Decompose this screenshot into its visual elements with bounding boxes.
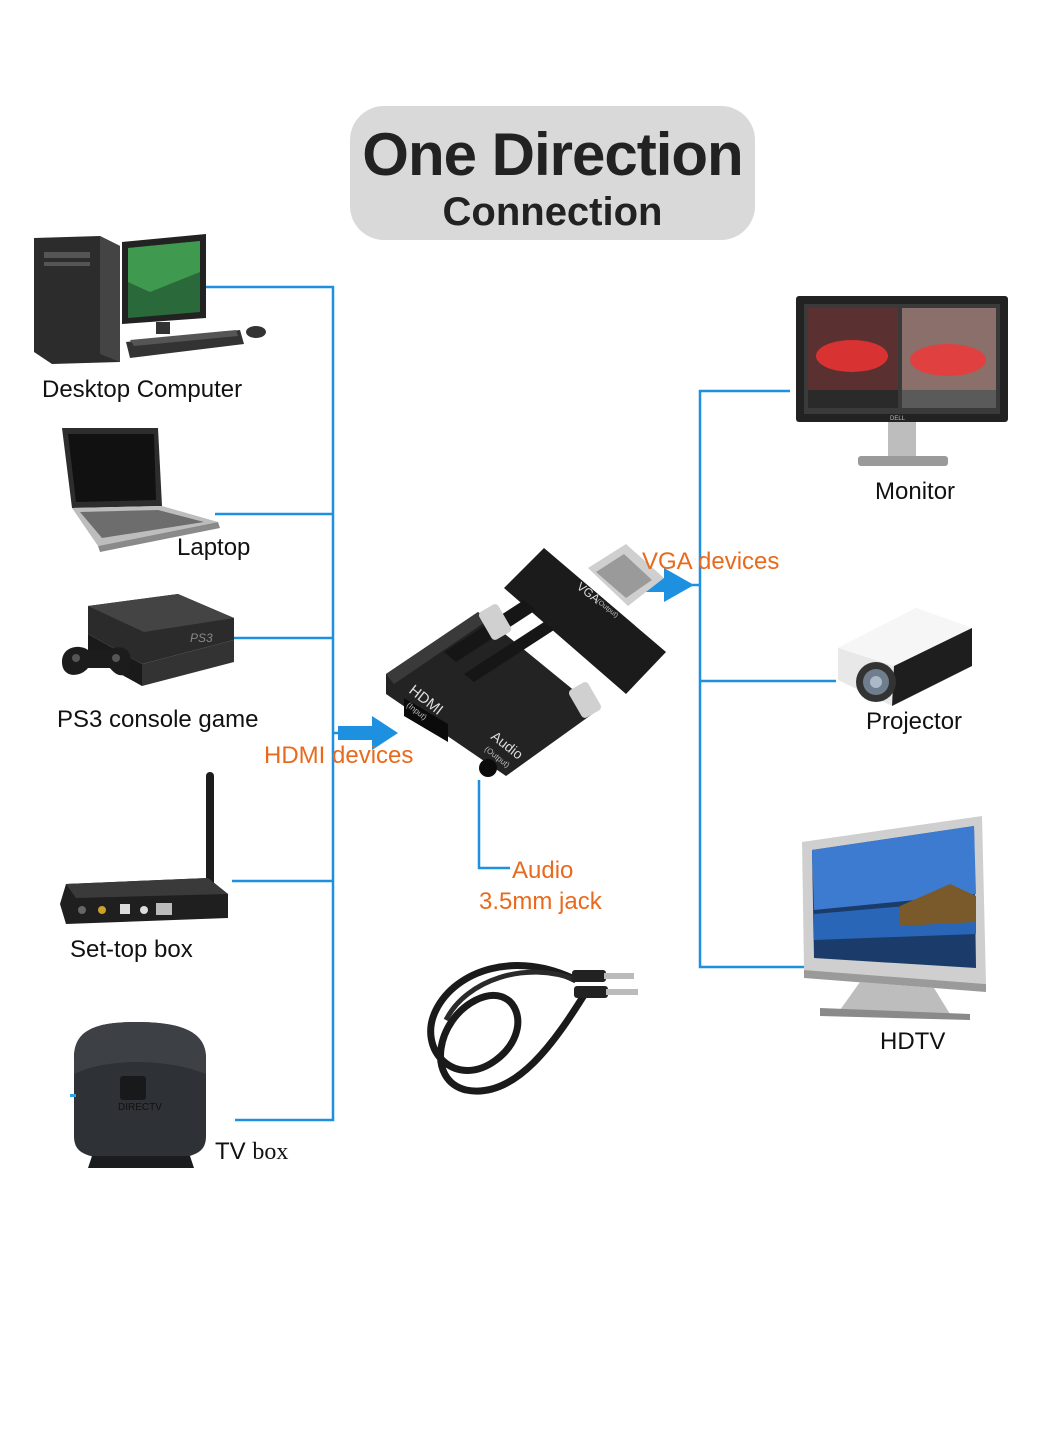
label-laptop: Laptop (177, 534, 251, 561)
projector-icon (838, 608, 972, 706)
set-top-box-icon (60, 772, 228, 924)
tv-box-icon: DIRECTV (70, 1022, 206, 1168)
label-vga-devices: VGA devices (642, 548, 780, 575)
monitor-icon: DELL (796, 296, 1008, 466)
label-audio: Audio (512, 857, 574, 884)
label-tv-box: TV box (215, 1138, 288, 1166)
label-monitor: Monitor (875, 478, 956, 505)
title-main: One Direction (362, 121, 743, 188)
wire-output-bus (698, 389, 805, 969)
ps3-console-icon: PS3 (62, 594, 234, 686)
label-projector: Projector (866, 708, 963, 735)
label-tv-box-b: box (252, 1139, 289, 1165)
wire-audio (477, 780, 510, 870)
tvbox-brand: DIRECTV (118, 1102, 162, 1113)
laptop-icon (62, 428, 220, 552)
hdmi-arrow-icon (338, 716, 398, 750)
label-hdmi-devices: HDMI devices (264, 742, 414, 769)
label-ps3-console: PS3 console game (57, 706, 259, 733)
title-banner: One Direction Connection (350, 106, 755, 240)
audio-cable-icon (427, 962, 638, 1095)
monitor-brand: DELL (890, 416, 906, 422)
ps3-logo: PS3 (190, 631, 213, 645)
wire-desktop (205, 285, 335, 1122)
hdtv-icon (802, 816, 986, 1020)
title-sub: Connection (442, 190, 663, 234)
label-hdtv: HDTV (880, 1028, 946, 1055)
label-tv-box-a: TV (215, 1138, 246, 1165)
label-audio-jack: 3.5mm jack (479, 888, 602, 915)
desktop-computer-icon (34, 234, 266, 364)
label-desktop-computer: Desktop Computer (42, 376, 243, 403)
label-set-top-box: Set-top box (70, 936, 193, 963)
hdmi-vga-adapter-icon: HDMI (Input) Audio (Output) VGA (Output) (386, 544, 666, 777)
